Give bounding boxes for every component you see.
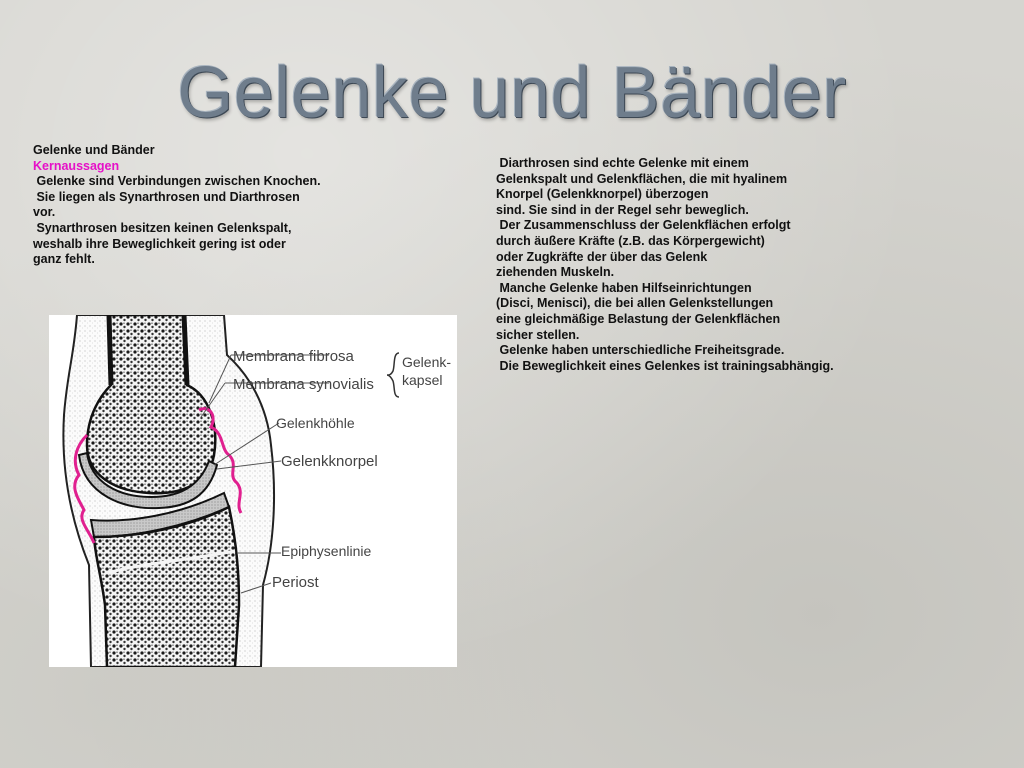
label-gelenkkapsel-line2: kapsel bbox=[402, 372, 442, 388]
right-line: (Disci, Menisci), die bei allen Gelenkst… bbox=[496, 296, 774, 311]
joint-diagram: Membrana fibrosa Membrana synovialis Gel… bbox=[49, 315, 457, 667]
left-text-block: Gelenke und Bänder Kernaussagen Gelenke … bbox=[33, 143, 353, 268]
label-gelenkknorpel: Gelenkknorpel bbox=[281, 453, 378, 470]
label-gelenkhoehle: Gelenkhöhle bbox=[276, 415, 355, 431]
right-line: Die Beweglichkeit eines Gelenkes ist tra… bbox=[496, 358, 834, 373]
right-line: eine gleichmäßige Belastung der Gelenkfl… bbox=[496, 311, 781, 326]
label-membrana-fibrosa: Membrana fibrosa bbox=[233, 348, 355, 365]
right-line: durch äußere Kräfte (z.B. das Körpergewi… bbox=[496, 233, 765, 248]
left-line: Synarthrosen besitzen keinen Gelenkspalt… bbox=[33, 220, 292, 235]
label-membrana-synovialis: Membrana synovialis bbox=[233, 376, 374, 393]
right-line: Der Zusammenschluss der Gelenkflächen er… bbox=[496, 218, 791, 233]
label-periost: Periost bbox=[272, 574, 320, 591]
right-line: sind. Sie sind in der Regel sehr bewegli… bbox=[496, 202, 749, 217]
label-epiphysenlinie: Epiphysenlinie bbox=[281, 543, 371, 559]
right-line: ziehenden Muskeln. bbox=[496, 265, 615, 280]
right-line: Knorpel (Gelenkknorpel) überzogen bbox=[496, 187, 709, 202]
right-line: Diarthrosen sind echte Gelenke mit einem bbox=[496, 156, 749, 170]
synovial-membrane-left bbox=[73, 433, 96, 544]
lower-bone bbox=[92, 505, 241, 667]
right-line: Gelenkspalt und Gelenkflächen, die mit h… bbox=[496, 171, 788, 186]
right-line: Gelenke haben unterschiedliche Freiheits… bbox=[496, 343, 785, 358]
label-gelenkkapsel-line1: Gelenk- bbox=[402, 354, 451, 370]
right-line: sicher stellen. bbox=[496, 327, 580, 342]
right-text-block: Diarthrosen sind echte Gelenke mit einem… bbox=[496, 156, 876, 374]
slide-title: Gelenke und Bänder bbox=[177, 53, 847, 133]
upper-cartilage bbox=[77, 451, 219, 510]
left-line: Sie liegen als Synarthrosen und Diarthro… bbox=[33, 189, 300, 204]
left-line: Gelenke sind Verbindungen zwischen Knoch… bbox=[33, 174, 321, 189]
left-line: ganz fehlt. bbox=[33, 252, 95, 267]
brace bbox=[386, 352, 400, 398]
right-line: oder Zugkräfte der über das Gelenk bbox=[496, 249, 708, 264]
left-line: vor. bbox=[33, 205, 56, 220]
left-subheading: Kernaussagen bbox=[33, 158, 120, 173]
right-line: Manche Gelenke haben Hilfseinrichtungen bbox=[496, 280, 752, 295]
left-line: weshalb ihre Beweglichkeit gering ist od… bbox=[33, 236, 286, 251]
epiphyseal-line bbox=[106, 549, 236, 575]
left-heading: Gelenke und Bänder bbox=[33, 143, 155, 157]
